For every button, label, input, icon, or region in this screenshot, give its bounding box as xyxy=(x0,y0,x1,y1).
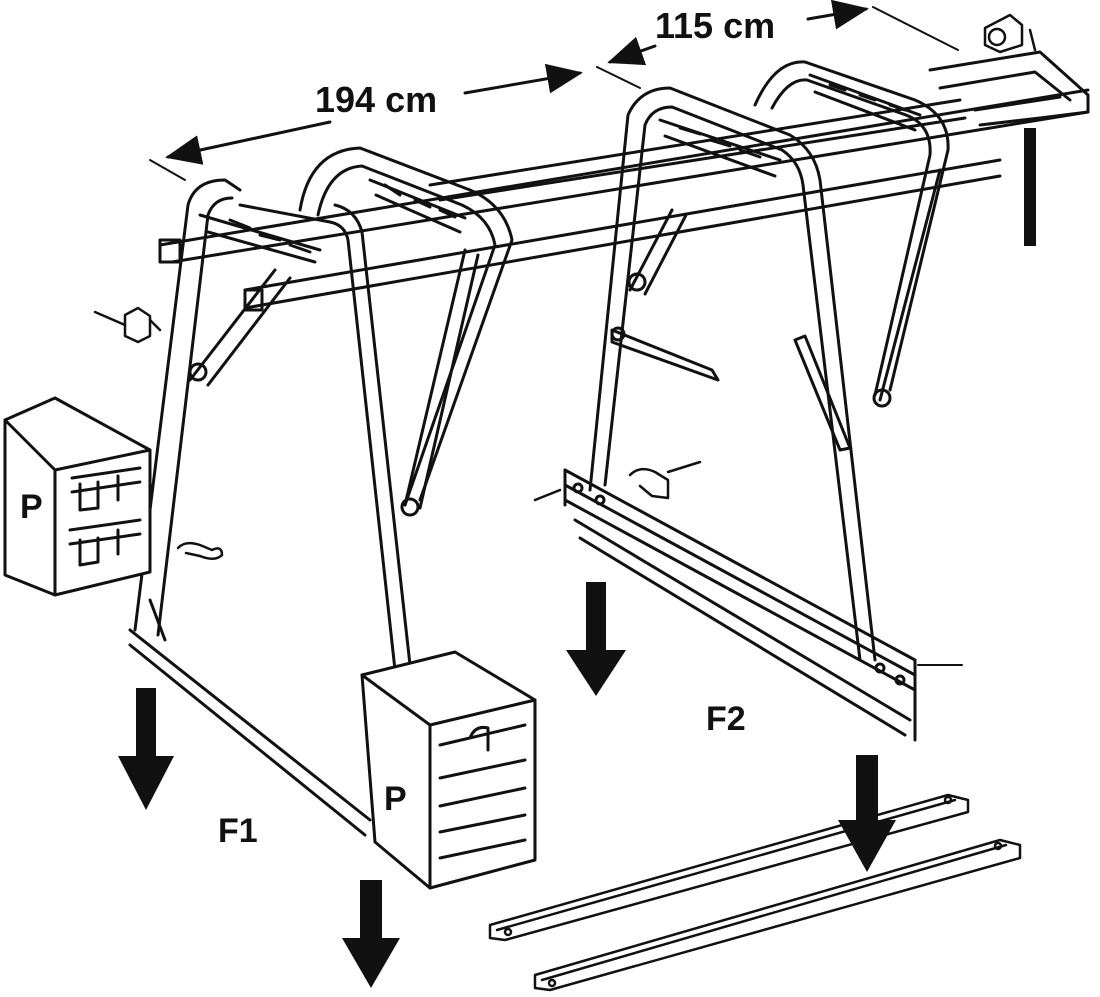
upright-post xyxy=(1024,128,1036,246)
pallet-box-icon xyxy=(360,650,537,890)
support-rail-icon xyxy=(533,838,1022,992)
clamp-icon xyxy=(93,306,162,344)
pallet-label-left: P xyxy=(20,488,43,526)
down-arrow-icon xyxy=(838,755,896,872)
front-frame-f1 xyxy=(128,146,514,837)
down-arrow-icon xyxy=(342,880,400,988)
top-frame xyxy=(158,50,1090,312)
length-dimension-label: 194 cm xyxy=(315,79,437,120)
pallet-label-front: P xyxy=(384,780,407,818)
width-dimension-label: 115 cm xyxy=(655,5,775,46)
rear-frame-f2 xyxy=(563,60,963,742)
dimension-line-length xyxy=(149,63,583,181)
down-arrow-icon xyxy=(118,688,174,810)
clamp-icon xyxy=(533,460,702,502)
down-arrow-icon xyxy=(566,582,626,696)
clamp-icon xyxy=(983,13,1037,54)
frame-label-f2: F2 xyxy=(706,700,746,738)
clamp-icon xyxy=(176,541,224,560)
pallet-box-icon xyxy=(3,396,152,597)
frame-label-f1: F1 xyxy=(218,812,258,850)
dimension-line-width xyxy=(596,0,959,89)
